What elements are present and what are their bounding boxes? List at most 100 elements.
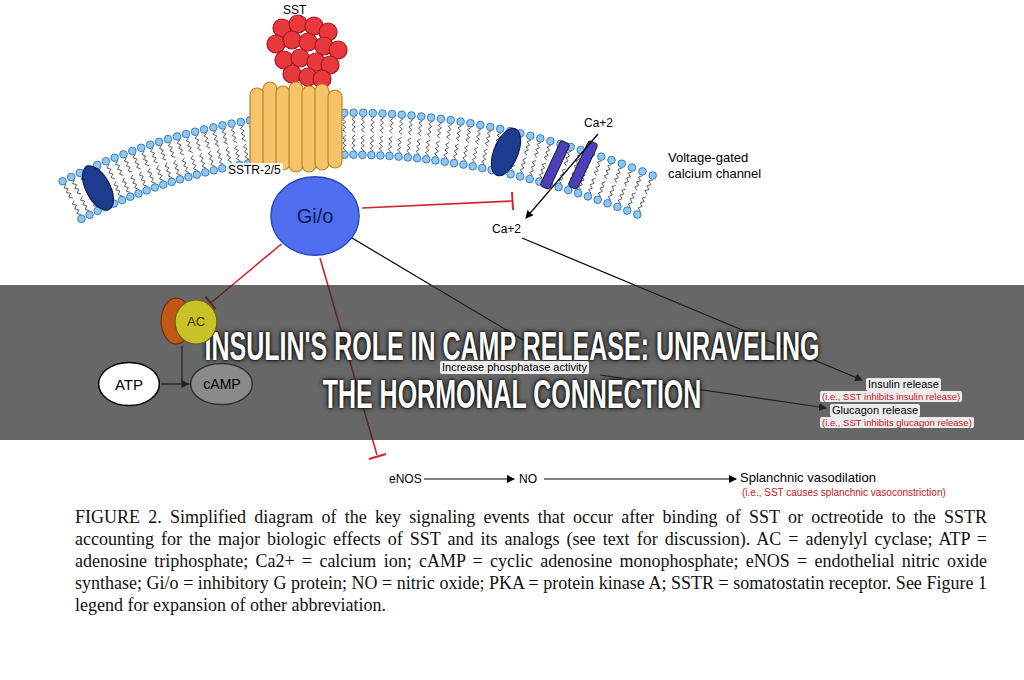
lipid-tail [204,133,210,148]
lipid-head [477,121,485,129]
lipid-head [143,187,151,195]
lipid-tail [217,149,223,164]
product-ellipse: cAMP [190,363,253,405]
lipid-head [219,165,227,173]
lipid-tail [226,147,232,162]
lipid-head [634,211,642,219]
lipid-tail [186,138,192,153]
enzyme-ellipse: AC [160,296,218,346]
lipid-head [639,168,647,176]
sst-bead [299,33,317,51]
lipid-head [176,176,184,184]
lipid-head [185,173,193,181]
lipid-tail [240,126,245,141]
lipid-tail [191,155,198,170]
node-ellipse [99,362,160,405]
lipid-tail [370,136,374,152]
lipid-head [594,196,602,204]
lipid-tail [157,166,164,181]
lipid-head [618,160,626,168]
effect-note: (i.e., SST causes splanchnic vasoconstri… [742,487,946,499]
inhibition-line [362,201,512,208]
inhibition-bar [512,192,513,210]
calcium-influx-arrow [526,134,598,218]
membrane-protein [76,161,120,215]
lipid-head [377,152,385,160]
lipid-head [151,184,159,192]
lipid-tail [388,137,392,153]
lipid-head [496,125,504,133]
lipid-head [598,153,606,161]
lipid-tail [235,145,241,160]
lipid-tail [182,158,189,173]
lipid-head [395,153,403,161]
lipid-tail [604,164,611,179]
effect-label: Insulin release [866,378,941,391]
lipid-tail [148,168,155,183]
lipid-tail [416,139,421,155]
figure-caption: FIGURE 2. Simplified diagram of the key … [75,506,987,616]
enzyme-label: eNOS [389,472,422,486]
lipid-head [614,203,622,211]
effect-note: (i.e., SST inhibits insulin release) [820,391,962,402]
helix-cylinder [289,82,303,172]
lipid-head [160,181,168,189]
lipid-tail [174,160,181,175]
lipid-tail [131,175,139,190]
lipid-head [120,151,128,159]
lipid-head [67,173,75,181]
lipid-tail [379,136,383,152]
lipid-tail [428,122,433,138]
lipid-tail [525,140,531,155]
lipid-head [487,123,495,131]
lipid-head [182,130,190,138]
lipid-head [369,109,377,117]
lipid-head [200,126,208,134]
lipid-tail [352,117,355,133]
node-label: ATP [115,376,143,393]
calcium-channel-subunit [540,140,570,190]
lipid-tail [635,176,643,191]
lipid-head [413,154,421,162]
lipid-tail [398,137,402,153]
pathway-arrow [424,478,514,479]
lipid-head [624,207,632,215]
lipid-head [127,193,135,201]
lipid-tail [399,119,403,135]
lipid-head [359,109,367,117]
lipid-tail [476,129,482,144]
lipid-tail [608,185,615,200]
lipid-tail [530,160,536,175]
lipid-tail [200,153,206,168]
lipid-head [547,137,555,145]
channel-label: Voltage-gated calcium channel [668,150,780,181]
lipid-head [555,183,563,191]
lipid-tail [638,197,646,212]
lipid-tail [177,140,184,155]
lipid-head [437,115,445,123]
lipid-tail [116,161,124,176]
lipid-tail [142,151,149,166]
lipid-head [210,167,218,175]
lipid-head [422,156,430,164]
lipid-tail [72,201,81,215]
lipid-tail [447,124,452,139]
node-text-group: AC [187,314,205,329]
lipid-tail [380,118,384,134]
lipid-head [460,161,468,169]
helix-cylinder [250,88,264,168]
lipid-tail [535,143,541,158]
lipid-tail [544,145,551,160]
lipid-tail [408,120,412,136]
lipid-tail [64,184,73,198]
enzyme-subunit [175,300,217,344]
pathway-arrow [544,478,736,479]
lipid-head [441,158,449,166]
lipid-head [427,114,435,122]
lipid-tail [361,135,365,151]
lipid-head [447,116,455,124]
lipid-head [111,154,119,162]
lipid-head [368,151,376,159]
process-label: Increase phosphatase activity [440,361,589,374]
lipid-head [478,164,486,172]
